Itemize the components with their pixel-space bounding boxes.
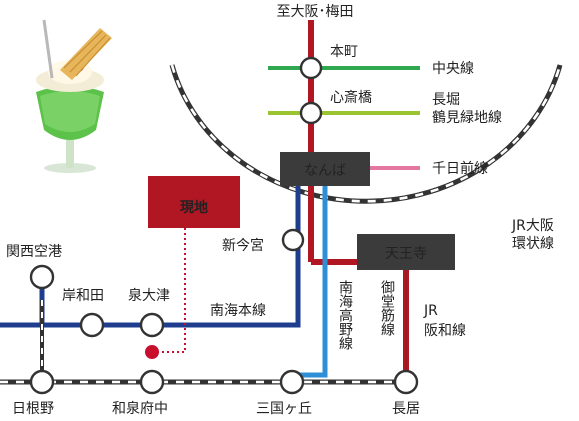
current-location-label: 現地	[180, 199, 208, 216]
station-namba: なんば	[280, 152, 370, 186]
line-chuo-label: 中央線	[432, 61, 474, 77]
station-shin-imamiya-label: 新今宮	[222, 238, 264, 254]
route-to-current-location	[152, 220, 186, 353]
line-nankai-koya-label: 南海高野線	[337, 280, 353, 350]
station-kishiwada-label: 岸和田	[62, 288, 104, 304]
station-nagai	[393, 369, 419, 395]
station-tennoji: 天王寺	[357, 234, 455, 270]
station-honmachi	[299, 56, 323, 80]
line-jr-loop-label-2: 環状線	[512, 236, 554, 252]
station-kansai-airport	[29, 264, 55, 290]
station-honmachi-label: 本町	[330, 44, 358, 60]
station-izumi-otsu	[139, 312, 165, 338]
station-izumi-fuchu	[139, 369, 165, 395]
line-nagahori-label-2: 鶴見緑地線	[432, 109, 502, 126]
station-mikunigaoka	[279, 369, 305, 395]
line-nagahori-label-1: 長堀	[432, 92, 460, 108]
jr-hanwa-line	[0, 262, 407, 385]
station-nagai-label: 長居	[392, 401, 420, 417]
station-tennoji-label: 天王寺	[385, 246, 427, 262]
cream-soda-illustration	[36, 19, 112, 173]
line-jr-loop-label-1: JR大阪	[511, 218, 554, 234]
station-hineno-label: 日根野	[12, 401, 54, 417]
current-location-pin	[145, 345, 159, 359]
station-mikunigaoka-label: 三国ヶ丘	[256, 401, 312, 417]
line-nankai-main-label: 南海本線	[210, 303, 266, 319]
station-hineno	[29, 369, 55, 395]
direction-label: 至大阪･梅田	[277, 4, 354, 20]
station-izumi-fuchu-label: 和泉府中	[112, 400, 168, 417]
nankai-koya-line	[292, 180, 328, 378]
station-shinsaibashi	[299, 101, 323, 125]
station-namba-label: なんば	[304, 163, 346, 179]
station-kishiwada	[79, 312, 105, 338]
station-izumi-otsu-label: 泉大津	[128, 287, 170, 304]
current-location-box: 現地	[148, 176, 240, 228]
line-sennichimae-label: 千日前線	[432, 160, 488, 177]
line-jr-hanwa-label-1: JR	[423, 303, 438, 319]
line-midosuji-label: 御堂筋線	[379, 280, 395, 336]
station-kansai-airport-label: 関西空港	[6, 244, 62, 260]
station-shinsaibashi-label: 心斎橋	[330, 89, 372, 106]
jr-osaka-loop-line	[169, 64, 563, 204]
station-shin-imamiya	[281, 228, 305, 252]
line-jr-hanwa-label-2: 阪和線	[424, 323, 466, 339]
